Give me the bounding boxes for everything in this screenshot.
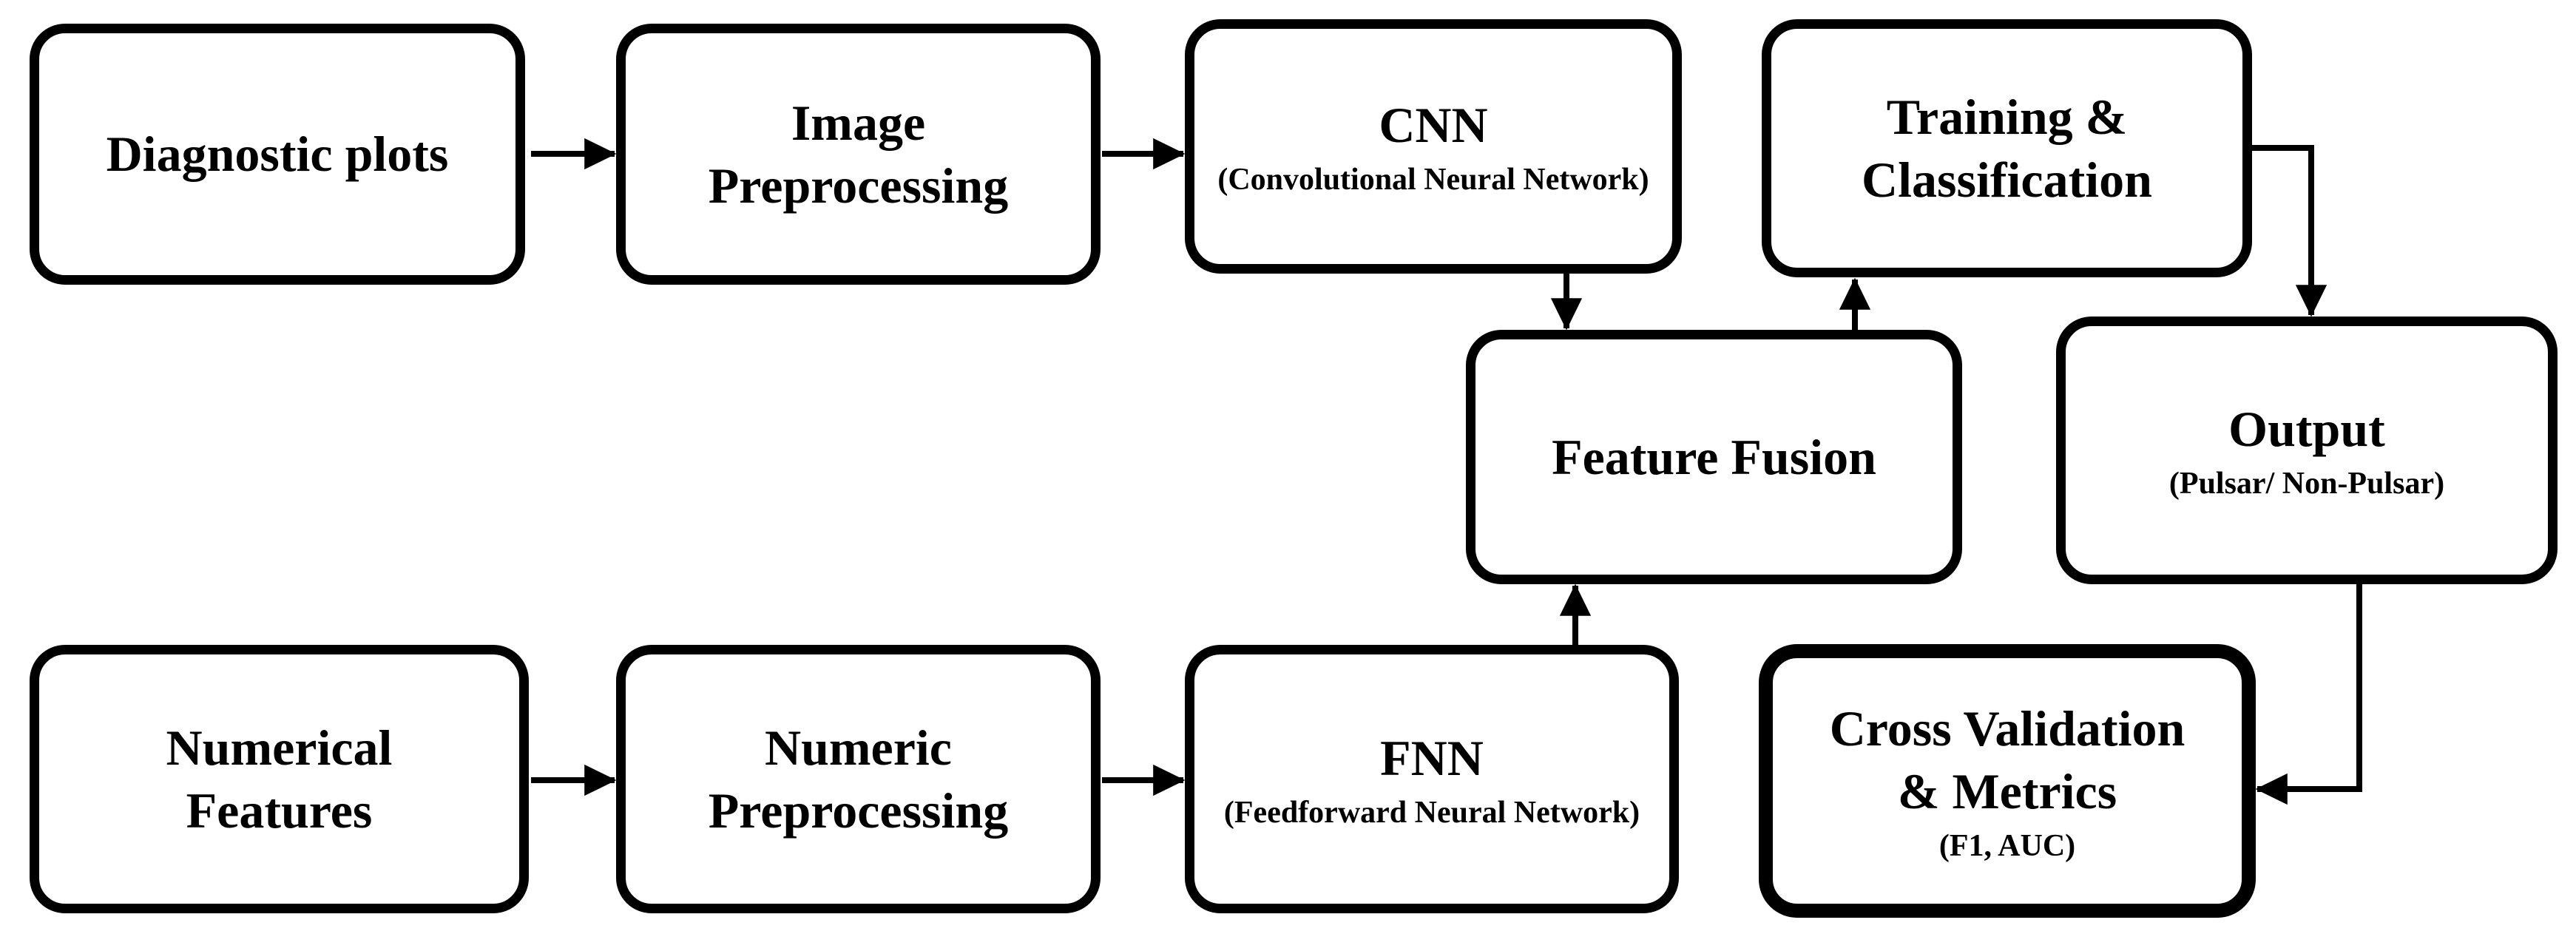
node-diagnostic-plots: Diagnostic plots	[30, 24, 525, 285]
cnn-label: CNN	[1379, 97, 1488, 154]
numerical-features-label-line2: Features	[186, 782, 373, 839]
node-training-classification: Training & Classification	[1762, 19, 2252, 277]
fnn-label: FNN	[1380, 729, 1484, 786]
node-output: Output (Pulsar/ Non-Pulsar)	[2056, 317, 2558, 584]
diagnostic-plots-label: Diagnostic plots	[106, 126, 449, 182]
node-image-preprocessing: Image Preprocessing	[616, 24, 1101, 285]
fnn-subtitle: (Feedforward Neural Network)	[1223, 795, 1640, 830]
edge-training-to-output-arrow	[2248, 145, 2327, 317]
node-numerical-features: Numerical Features	[30, 645, 529, 913]
training-classification-label-line1: Training &	[1886, 88, 2128, 145]
node-cnn: CNN (Convolutional Neural Network)	[1185, 19, 1682, 274]
image-preprocessing-label-line1: Image	[791, 94, 926, 151]
node-feature-fusion: Feature Fusion	[1466, 330, 1962, 584]
numeric-preprocessing-label-line1: Numeric	[764, 719, 952, 776]
numerical-features-label-line1: Numerical	[166, 719, 393, 776]
cnn-subtitle: (Convolutional Neural Network)	[1217, 163, 1649, 197]
node-cross-validation-metrics: Cross Validation & Metrics (F1, AUC)	[1759, 644, 2256, 918]
node-numeric-preprocessing: Numeric Preprocessing	[616, 645, 1101, 913]
numeric-preprocessing-label-line2: Preprocessing	[708, 782, 1009, 839]
output-label: Output	[2228, 401, 2385, 458]
training-classification-label-line2: Classification	[1862, 151, 2152, 208]
image-preprocessing-label-line2: Preprocessing	[708, 157, 1009, 214]
cross-validation-label-line2: & Metrics	[1897, 762, 2117, 819]
output-subtitle: (Pulsar/ Non-Pulsar)	[2168, 467, 2445, 501]
feature-fusion-label: Feature Fusion	[1552, 428, 1876, 485]
edge-output-to-crossval-arrow	[2255, 583, 2362, 805]
cross-validation-label-line1: Cross Validation	[1829, 700, 2185, 757]
cross-validation-subtitle: (F1, AUC)	[1938, 828, 2076, 863]
node-fnn: FNN (Feedforward Neural Network)	[1185, 645, 1679, 913]
